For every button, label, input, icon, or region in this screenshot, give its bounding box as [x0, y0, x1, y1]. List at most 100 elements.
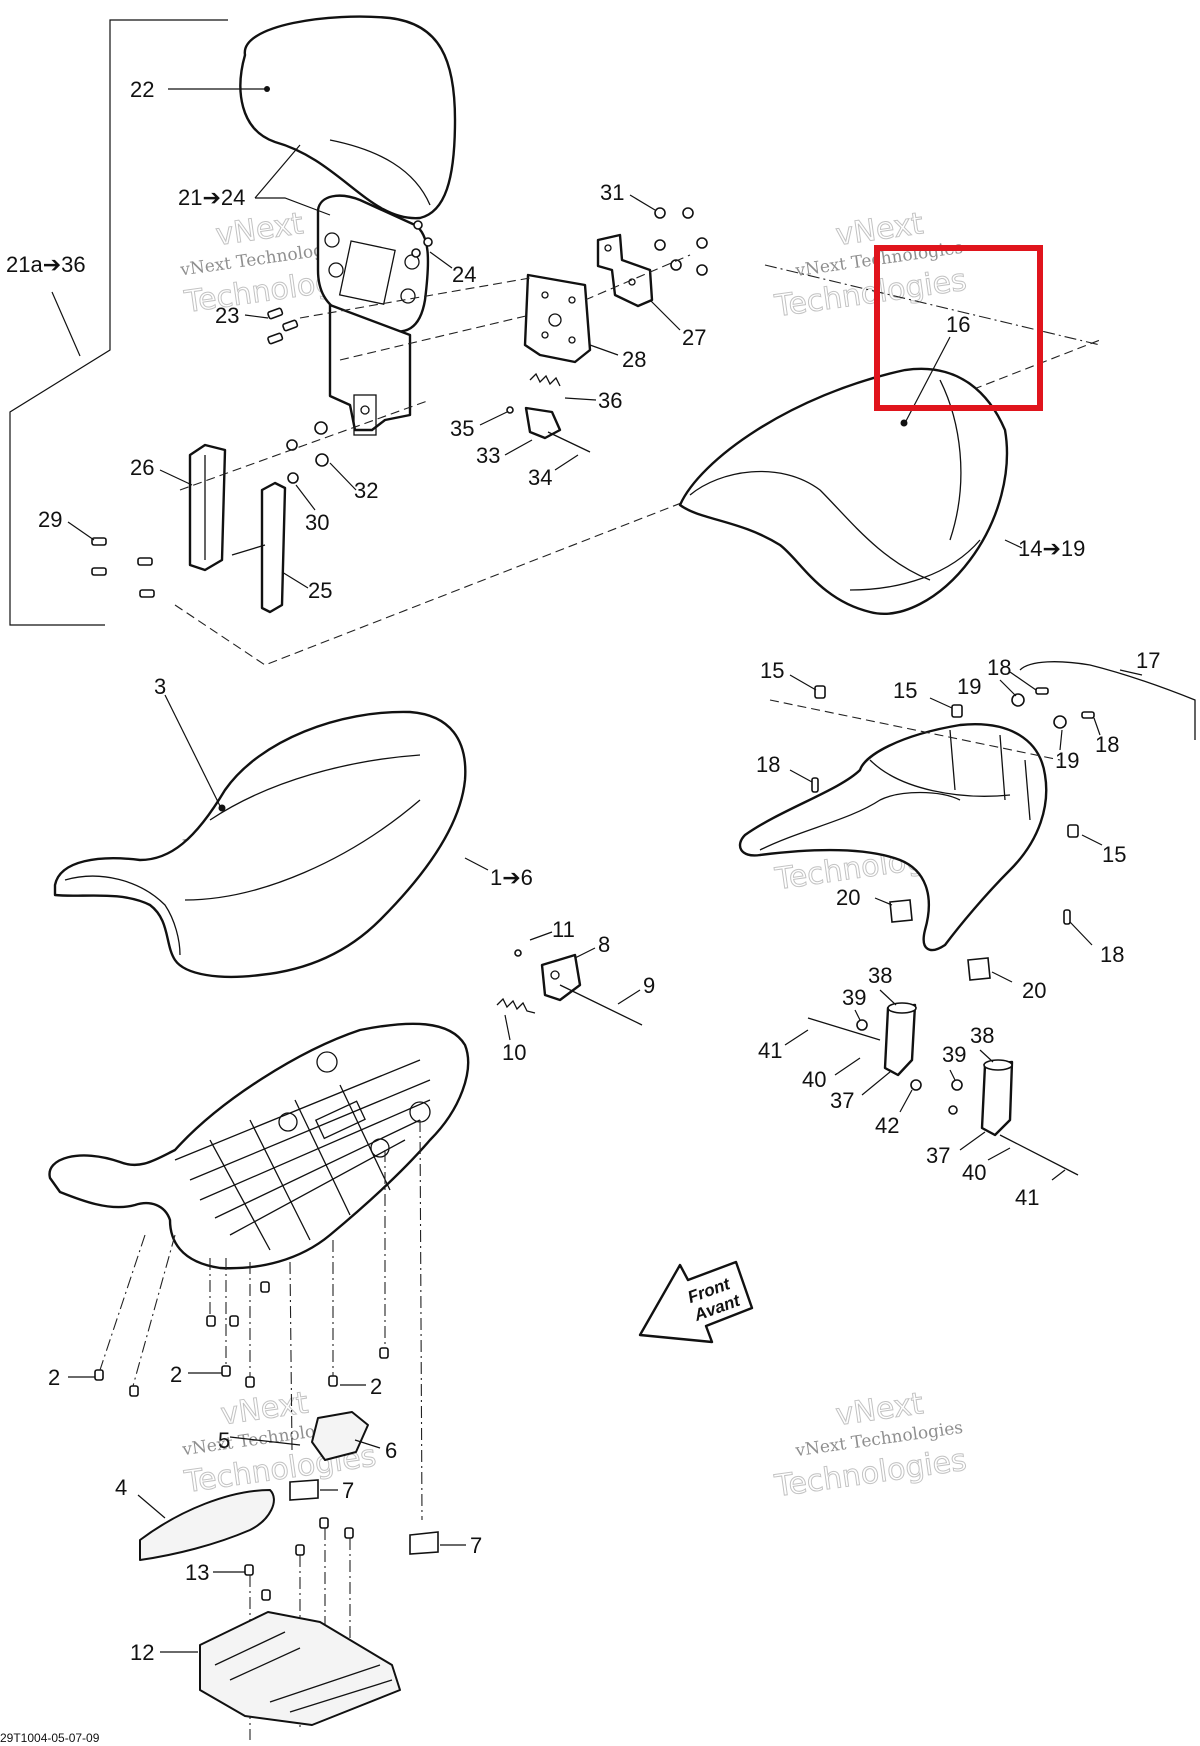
base-boss-1: [316, 1051, 338, 1073]
backrest-group: [9, 15, 1101, 666]
leader-19b: [1059, 729, 1063, 751]
callout-18d: 18: [1100, 942, 1124, 967]
plate-hole-4: [400, 288, 416, 304]
callout-20b: 20: [1022, 978, 1046, 1003]
driver-seat-base: [48, 1022, 470, 1270]
leader-42: [899, 1089, 913, 1113]
leader-3: [164, 694, 221, 807]
callout-32: 32: [354, 478, 378, 503]
callout-5: 5: [218, 1428, 230, 1453]
leader-40a: [834, 1057, 861, 1076]
backrest-seam: [329, 139, 431, 206]
leader-15c: [1081, 834, 1103, 846]
front-arrow-shape: [638, 1260, 754, 1344]
leader-23: [244, 314, 269, 319]
highlight-box-16: [874, 245, 1043, 411]
callout-39b: 39: [942, 1042, 966, 1067]
callout-24: 24: [452, 262, 476, 287]
tray-rib-1: [759, 791, 961, 851]
leader-33: [504, 439, 533, 456]
grab-strap-17: [1019, 661, 1196, 740]
nut-42: [910, 1079, 922, 1091]
leader-25: [281, 571, 309, 589]
base-ribs-vertical: [209, 1084, 391, 1251]
bumper-20a: [889, 899, 913, 923]
leader-26: [159, 469, 193, 486]
bolt-41b: [999, 1134, 1079, 1176]
leader-4: [137, 1494, 166, 1519]
leader-24: [429, 251, 453, 269]
callout-18c: 18: [756, 752, 780, 777]
washer-post-b: [948, 1105, 958, 1115]
passenger-seat-curve: [689, 470, 931, 581]
post-cap-38b: [983, 1059, 1013, 1071]
clips-15: [814, 685, 1079, 838]
callout-42: 42: [875, 1113, 899, 1138]
screws-2: [94, 1281, 389, 1397]
part-6: [311, 1411, 369, 1461]
screws-18: [811, 687, 1095, 925]
spring-36: [529, 372, 561, 387]
driver-seat-seam-2: [209, 754, 421, 821]
leader-5: [229, 1436, 301, 1446]
hardware-30-32: [286, 421, 329, 484]
front-direction-arrow: Front Avant: [638, 1260, 754, 1344]
leader-38a: [879, 989, 897, 1006]
driver-seat-seam: [184, 799, 421, 901]
callout-2c: 2: [370, 1374, 382, 1399]
upright-hole: [360, 405, 370, 415]
group-bracket-21a-36: [9, 19, 228, 626]
callout-40a: 40: [802, 1067, 826, 1092]
leader-40b: [987, 1147, 1011, 1161]
callout-27: 27: [682, 325, 706, 350]
callout-17: 17: [1136, 648, 1160, 673]
callout-15a: 15: [760, 658, 784, 683]
nuts-31: [654, 207, 708, 276]
skid-plate-ribs: [214, 1631, 393, 1713]
upright-stem: [353, 394, 377, 436]
nut-39a: [856, 1019, 868, 1031]
bolt-41a: [807, 1017, 881, 1041]
ball-35: [506, 406, 514, 414]
callout-25: 25: [308, 578, 332, 603]
callout-37a: 37: [830, 1088, 854, 1113]
passenger-base-tray: [738, 723, 1048, 952]
skid-plate-12: [199, 1611, 401, 1726]
dashdot-drops: [99, 1119, 423, 1521]
spring-10: [496, 997, 536, 1014]
leader-20a: [874, 897, 893, 906]
callout-7a: 7: [342, 1478, 354, 1503]
leader-18b: [1093, 717, 1101, 736]
dash-hinge: [584, 254, 691, 301]
bumper-20b: [967, 957, 991, 981]
driver-seat-front: [64, 875, 181, 956]
pin-9: [559, 984, 643, 1026]
leader-32: [329, 462, 357, 491]
leader-37b: [959, 1131, 986, 1151]
leader-31: [629, 194, 656, 211]
leader-37a: [861, 1071, 891, 1096]
callout-6: 6: [385, 1438, 397, 1463]
screws-13: [244, 1517, 354, 1601]
callout-19b: 19: [1055, 748, 1079, 773]
tray-ribs: [949, 729, 1031, 821]
tray-curve: [869, 759, 1011, 797]
leader-14-19: [1004, 539, 1023, 549]
dash-backrest-2: [339, 314, 531, 361]
driver-seat-group: [53, 694, 489, 979]
latch-bracket-8: [540, 953, 582, 1002]
callout-37b: 37: [926, 1143, 950, 1168]
leader-38b: [979, 1049, 994, 1063]
leader-41b: [1051, 1169, 1066, 1181]
dash-backrest-1: [299, 277, 531, 319]
post-37a: [883, 1003, 917, 1077]
dashdot-passenger-1: [764, 264, 1101, 346]
callout-33: 33: [476, 443, 500, 468]
callout-3: 3: [154, 674, 166, 699]
leader-21-24b: [254, 144, 301, 199]
nut-11: [514, 949, 522, 957]
leader-18a: [1009, 671, 1037, 691]
post-37b: [980, 1060, 1014, 1137]
leader-1-6: [464, 857, 489, 871]
